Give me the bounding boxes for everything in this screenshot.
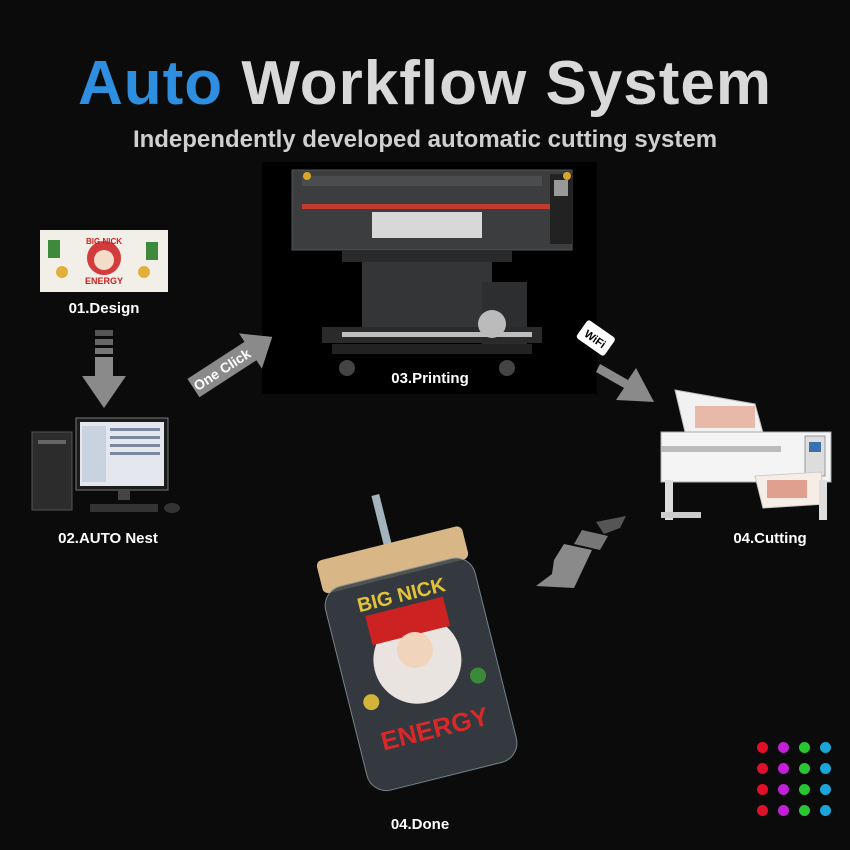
glass-jar-image: BIG NICK ENERGY: [300, 490, 530, 800]
step-nest-label: 02.AUTO Nest: [58, 530, 158, 547]
wifi-arrow-icon: WiFi: [566, 318, 666, 415]
one-click-label: One Click: [190, 345, 253, 394]
step-printing-label: 03.Printing: [391, 370, 469, 387]
design-image: BIG NICK ENERGY: [40, 230, 168, 292]
step-done-label: 04.Done: [390, 816, 450, 833]
dot-grid-icon: [752, 742, 832, 822]
design-art-line1: BIG NICK: [86, 237, 122, 246]
page-title: Auto Workflow System: [0, 48, 850, 119]
page-subtitle: Independently developed automatic cuttin…: [132, 126, 718, 153]
cutter-image: [655, 380, 837, 528]
step-cutting-label: 04.Cutting: [733, 530, 807, 547]
computer-image: [28, 412, 188, 520]
title-highlight: Auto: [77, 49, 224, 118]
arrow-down-icon: [82, 330, 126, 417]
printer-image: [262, 162, 597, 394]
step-design-label: 01.Design: [68, 300, 140, 317]
title-rest: Workflow System: [241, 49, 773, 118]
arrow-return-icon: [534, 516, 630, 599]
design-art-line2: ENERGY: [85, 276, 123, 286]
one-click-arrow-icon: One Click: [180, 318, 284, 413]
